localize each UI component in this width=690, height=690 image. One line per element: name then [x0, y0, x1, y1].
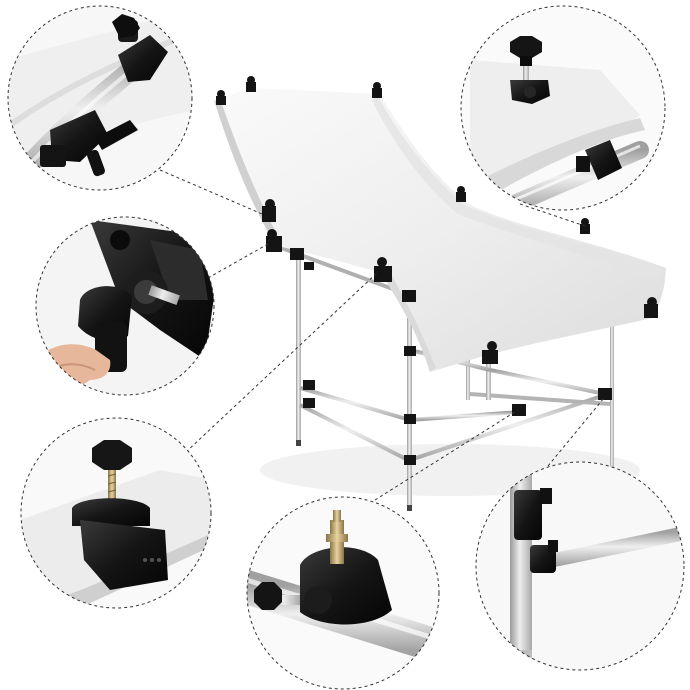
- clamp: [404, 346, 416, 356]
- clamp: [374, 257, 392, 282]
- detail-cross-bar-joint: [475, 461, 685, 671]
- clamp: [644, 297, 658, 318]
- clamp: [404, 455, 416, 465]
- leg-front-mid: [407, 290, 412, 508]
- clamp: [372, 82, 382, 98]
- clamp: [290, 248, 304, 260]
- callout-lines: [159, 169, 605, 501]
- clamp: [598, 388, 612, 400]
- detail-clamp-top-left: [7, 5, 193, 191]
- clamp: [266, 229, 282, 252]
- hand: [36, 344, 111, 395]
- detail-stud-clamp-on-tube: [246, 496, 440, 690]
- detail-knob-in-hand: [35, 216, 215, 396]
- clamp: [482, 341, 498, 364]
- clamp: [303, 398, 315, 408]
- clamp: [246, 76, 256, 92]
- clamp: [456, 186, 466, 202]
- clamp: [216, 90, 226, 105]
- detail-clamp-under-sheet: [20, 417, 212, 609]
- leg-rear-right: [486, 355, 491, 400]
- clamp: [404, 414, 416, 424]
- shooting-table: [214, 76, 666, 511]
- table-clamps: [216, 76, 658, 465]
- clamp: [303, 380, 315, 390]
- clamp: [304, 262, 314, 270]
- clamp: [580, 218, 590, 234]
- leg-front-left: [296, 255, 301, 443]
- clamp: [512, 404, 526, 416]
- sweep-sheet: [214, 88, 666, 372]
- clamp: [402, 290, 416, 302]
- front-frame: [275, 244, 646, 508]
- clamp: [262, 199, 276, 222]
- detail-clamp-top-right: [460, 5, 666, 211]
